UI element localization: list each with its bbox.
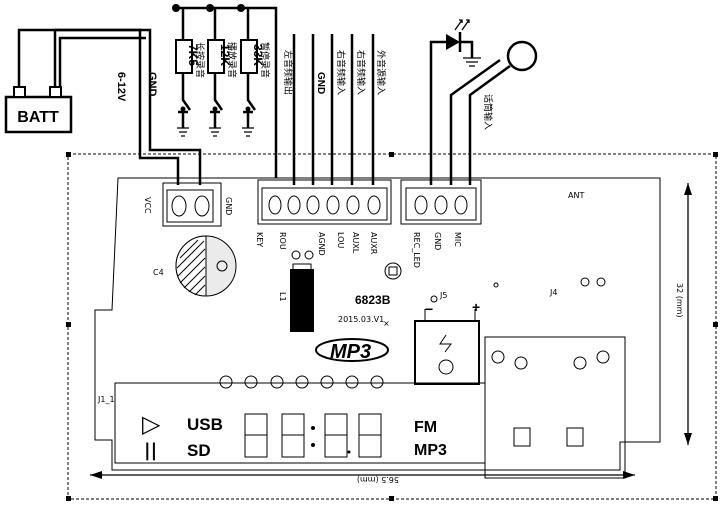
label-gnd: GND <box>315 72 326 94</box>
pin-vcc: VCC <box>143 197 152 214</box>
height-dimension: 32 (mm) <box>675 283 684 318</box>
switch-group: 7K5 长按录音 12K 播放录音 33K 暂停录音 <box>172 4 278 178</box>
pin-gnd-2: GND <box>433 232 442 250</box>
pin-rou: ROU <box>278 232 287 250</box>
j5-plus: + <box>472 299 480 315</box>
play-icon: ▷ <box>142 410 161 438</box>
battery-label: BATT <box>17 109 59 126</box>
resistor-12k: 12K <box>218 44 232 66</box>
pin-auxr: AUXR <box>369 232 378 255</box>
j1-label: J1_1 <box>97 395 115 404</box>
pin-key: KEY <box>255 232 264 247</box>
audio-lines: 左音频输出 GND 右音频输入 右音频输入 外音源输入 <box>282 34 387 185</box>
ant-label: ANT <box>568 191 584 200</box>
pin-mic: MIC <box>453 232 462 247</box>
pcb-bounding-box <box>66 152 718 501</box>
label-left-in: 右音频输入 <box>355 50 367 95</box>
led-and-mic: 话筒输入 <box>429 19 538 185</box>
date-label: 2015.03.V1 <box>338 315 384 324</box>
display: ▷ || USB SD FM MP3 <box>114 382 486 464</box>
pcb-board: VCC GND KEY ROU AGND LOU AUXL AUXR REC_L… <box>94 177 661 479</box>
pin-gnd: GND <box>224 197 233 215</box>
usb-label: USB <box>187 415 223 434</box>
sd-label: SD <box>187 441 211 460</box>
switch-caption-2: 播放录音 <box>226 42 238 78</box>
label-mic: 话筒输入 <box>482 94 494 130</box>
width-dimension: 56.5 (mm) <box>357 475 399 484</box>
pin-agnd: AGND <box>317 232 326 256</box>
model-label: 6823B <box>355 293 391 307</box>
pin-auxl: AUXL <box>351 232 360 254</box>
switch-caption-1: 长按录音 <box>194 42 206 78</box>
voltage-label: 6-12V <box>115 72 127 102</box>
j4-label: J4 <box>549 288 557 297</box>
pin-rec-led: REC_LED <box>412 232 421 268</box>
l1-label: L1 <box>278 292 287 302</box>
label-right-in: 右音频输入 <box>335 50 347 95</box>
fm-label: FM <box>414 419 437 436</box>
pause-icon: || <box>144 440 157 461</box>
switch-caption-3: 暂停录音 <box>259 42 271 78</box>
label-left-out: 左音频输出 <box>282 50 294 95</box>
j5-minus: − <box>425 301 433 317</box>
resistor-33k: 33K <box>251 44 265 66</box>
mp3-label: MP3 <box>414 442 447 459</box>
pin-lou: LOU <box>336 232 345 248</box>
label-ext-in: 外音源输入 <box>375 50 387 95</box>
j5-label: J5 <box>439 291 447 300</box>
c4-label: C4 <box>153 268 164 277</box>
resistor-7k5: 7K5 <box>186 44 200 66</box>
mp3-logo: MP3 <box>330 341 371 363</box>
x-mark: × <box>383 319 390 328</box>
battery-gnd-label: GND <box>146 72 158 97</box>
dimensions: 56.5 (mm) 32 (mm) <box>90 183 692 484</box>
battery: BATT <box>4 86 73 134</box>
